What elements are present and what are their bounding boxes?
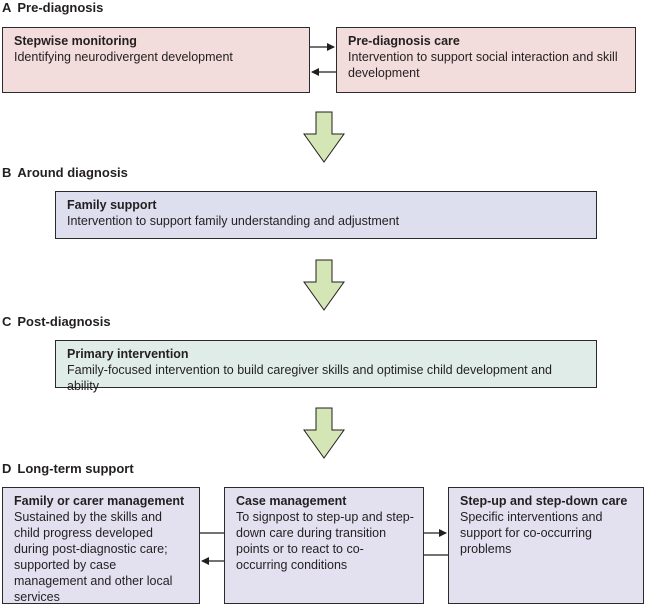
- section-title: Long-term support: [17, 461, 134, 476]
- section-letter: B: [2, 165, 12, 180]
- flow-down-arrow-icon: [303, 259, 345, 311]
- case-management-box: Case management To signpost to step-up a…: [224, 487, 424, 604]
- box-description: Intervention to support social interacti…: [348, 50, 618, 80]
- box-description: Sustained by the skills and child progre…: [14, 510, 173, 604]
- box-description: Identifying neurodivergent development: [14, 50, 233, 64]
- box-description: To signpost to step-up and step-down car…: [236, 510, 414, 572]
- box-title: Step-up and step-down care: [460, 494, 628, 508]
- section-a-heading: A Pre-diagnosis: [2, 0, 103, 16]
- section-title: Pre-diagnosis: [17, 0, 104, 15]
- section-title: Around diagnosis: [17, 165, 128, 180]
- section-b-heading: B Around diagnosis: [2, 165, 128, 181]
- box-title: Family support: [67, 198, 157, 212]
- flow-down-arrow-icon: [303, 111, 345, 163]
- pre-diagnosis-care-box: Pre-diagnosis care Intervention to suppo…: [336, 27, 636, 93]
- family-carer-management-box: Family or carer management Sustained by …: [2, 487, 200, 604]
- box-description: Intervention to support family understan…: [67, 214, 400, 228]
- section-letter: A: [2, 0, 12, 15]
- box-description: Family-focused intervention to build car…: [67, 363, 552, 393]
- box-title: Pre-diagnosis care: [348, 34, 460, 48]
- box-description: Specific interventions and support for c…: [460, 510, 603, 556]
- box-title: Family or carer management: [14, 494, 185, 508]
- section-letter: C: [2, 314, 12, 329]
- box-title: Stepwise monitoring: [14, 34, 137, 48]
- primary-intervention-box: Primary intervention Family-focused inte…: [55, 340, 597, 393]
- flow-down-arrow-icon: [303, 407, 345, 459]
- box-title: Case management: [236, 494, 347, 508]
- box-title: Primary intervention: [67, 347, 189, 361]
- stepwise-monitoring-box: Stepwise monitoring Identifying neurodiv…: [2, 27, 310, 93]
- section-title: Post-diagnosis: [17, 314, 111, 329]
- section-d-heading: D Long-term support: [2, 461, 134, 477]
- section-letter: D: [2, 461, 12, 476]
- step-up-step-down-box: Step-up and step-down care Specific inte…: [448, 487, 644, 604]
- section-c-heading: C Post-diagnosis: [2, 314, 111, 330]
- family-support-box: Family support Intervention to support f…: [55, 191, 597, 239]
